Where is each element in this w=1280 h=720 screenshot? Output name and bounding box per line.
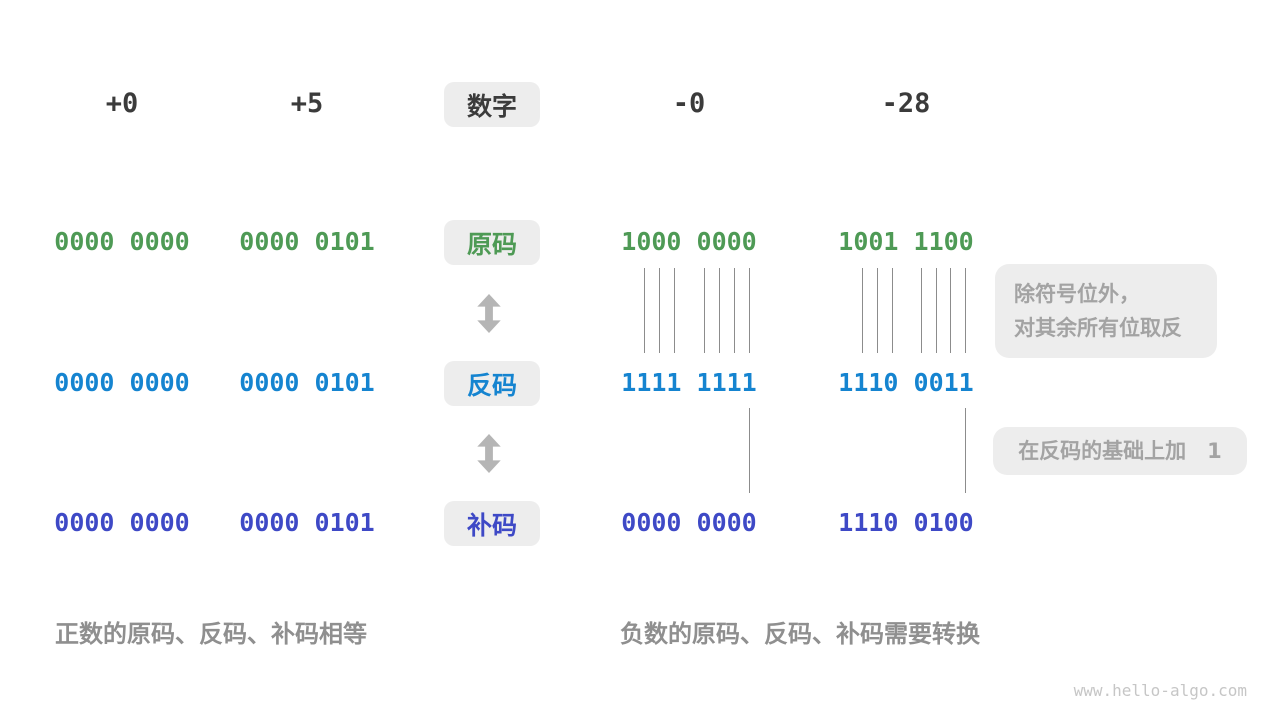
tag-twos-complement: 补码 — [444, 501, 540, 546]
tag-sign-magnitude: 原码 — [444, 220, 540, 265]
annotation-invert-line1: 除符号位外， — [1014, 282, 1140, 306]
header-pos-zero: +0 — [105, 88, 139, 119]
bit-link-line — [734, 268, 735, 353]
double-arrow-icon — [477, 434, 501, 473]
sign-magnitude-pos-five: 0000 0101 — [239, 227, 375, 256]
bit-link-line — [749, 408, 750, 493]
bit-link-line — [877, 268, 878, 353]
bit-link-line — [936, 268, 937, 353]
watermark-url: www.hello-algo.com — [1073, 681, 1247, 700]
twos-complement-pos-five: 0000 0101 — [239, 508, 375, 537]
twos-complement-neg-zero: 0000 0000 — [621, 508, 757, 537]
tag-number: 数字 — [444, 82, 540, 127]
header-neg-zero: -0 — [672, 88, 706, 119]
bit-link-line — [892, 268, 893, 353]
bit-link-line — [862, 268, 863, 353]
bit-link-line — [950, 268, 951, 353]
bit-link-line — [674, 268, 675, 353]
ones-complement-neg-zero: 1111 1111 — [621, 368, 757, 397]
bit-link-line — [719, 268, 720, 353]
bit-link-line — [644, 268, 645, 353]
annotation-add-one: 在反码的基础上加 1 — [993, 427, 1247, 475]
double-arrow-icon — [477, 294, 501, 333]
bit-link-line — [749, 268, 750, 353]
twos-complement-neg-28: 1110 0100 — [838, 508, 974, 537]
ones-complement-neg-28: 1110 0011 — [838, 368, 974, 397]
header-neg-28: -28 — [881, 88, 931, 119]
bit-link-line — [921, 268, 922, 353]
annotation-invert-line2: 对其余所有位取反 — [1014, 316, 1182, 340]
bit-link-line — [965, 268, 966, 353]
caption-negative-numbers: 负数的原码、反码、补码需要转换 — [620, 620, 980, 648]
tag-ones-complement: 反码 — [444, 361, 540, 406]
bit-link-line — [704, 268, 705, 353]
ones-complement-pos-five: 0000 0101 — [239, 368, 375, 397]
header-pos-five: +5 — [290, 88, 324, 119]
bit-link-line — [965, 408, 966, 493]
twos-complement-pos-zero: 0000 0000 — [54, 508, 190, 537]
annotation-invert-bits: 除符号位外， 对其余所有位取反 — [995, 264, 1217, 358]
caption-positive-numbers: 正数的原码、反码、补码相等 — [55, 620, 367, 648]
sign-magnitude-neg-zero: 1000 0000 — [621, 227, 757, 256]
sign-magnitude-neg-28: 1001 1100 — [838, 227, 974, 256]
bit-link-line — [659, 268, 660, 353]
ones-complement-pos-zero: 0000 0000 — [54, 368, 190, 397]
sign-magnitude-pos-zero: 0000 0000 — [54, 227, 190, 256]
